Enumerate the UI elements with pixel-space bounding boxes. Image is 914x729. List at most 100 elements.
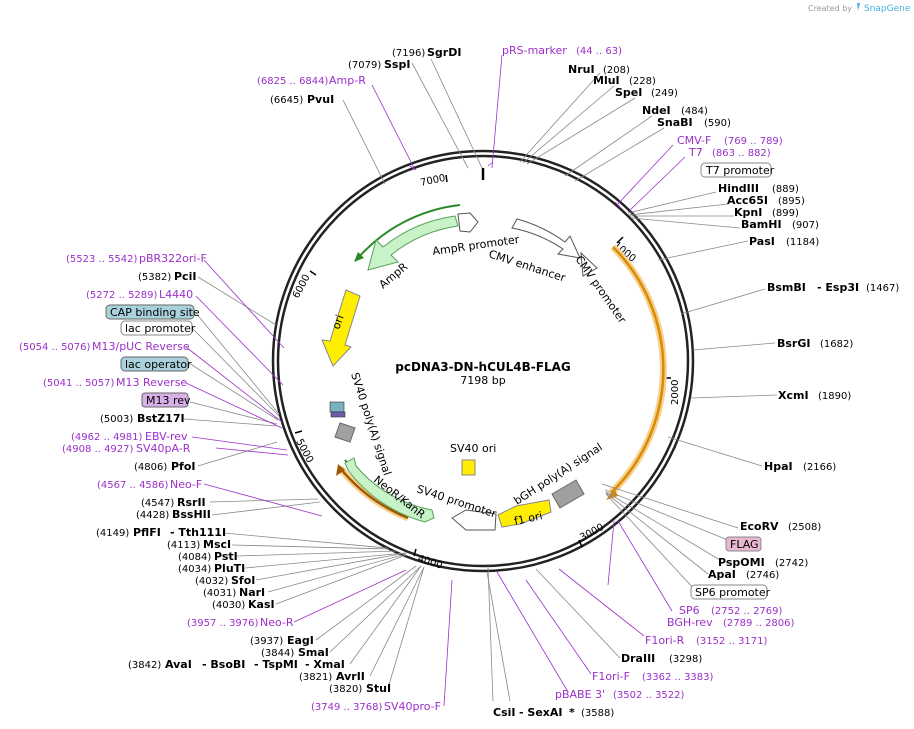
kasi-coord: (4030) (212, 600, 245, 611)
apai-coord: (2746) (746, 570, 779, 581)
enzyme-snabi: SnaBI (657, 116, 693, 129)
nari-coord: (4031) (203, 588, 236, 599)
enzyme-avrii: AvrII (336, 670, 365, 683)
smai-coord: (3844) (261, 648, 294, 659)
enzyme-nari: NarI (239, 586, 265, 599)
sp6-promoter-box (690, 584, 768, 600)
flag-box (725, 536, 762, 552)
ampr-primer-coord: (6825 .. 6844) (257, 76, 329, 87)
enzyme-pasi: PasI (749, 235, 775, 248)
pluti-coord: (4034) (178, 564, 211, 575)
enzyme-sexai: - SexAI (519, 706, 562, 719)
label-cmv-promoter: CMV promoter (573, 253, 629, 326)
xcmi-coord: (1890) (818, 391, 851, 402)
leader-lines-primers (185, 54, 686, 707)
csii-coord: (3588) (581, 708, 614, 719)
pfoi-coord: (4806) (134, 462, 167, 473)
primer-prs-marker: pRS-marker (502, 44, 567, 57)
enzyme-xmai: - XmaI (305, 658, 345, 671)
enzyme-acc65i: Acc65I (727, 194, 768, 207)
m13r-coord: (5041 .. 5057) (43, 378, 115, 389)
enzyme-pvui: PvuI (307, 93, 334, 106)
enzyme-csii: CsiI (493, 706, 515, 719)
avai-coord: (3842) (128, 660, 161, 671)
enzyme-avai: AvaI (165, 658, 192, 671)
enzyme-ecorv: EcoRV (740, 520, 779, 533)
primer-neo-r: Neo-R (260, 616, 294, 629)
label-t7-promoter: T7 promoter (705, 164, 775, 177)
primer-sv40pro-f: SV40pro-F (384, 700, 441, 713)
feature-cap-site-box (329, 401, 345, 413)
label-sv40-ori: SV40 ori (450, 442, 496, 455)
bstz17i-coord: (5003) (100, 414, 133, 425)
label-m13-rev: M13 rev (146, 394, 191, 407)
plasmid-size: 7198 bp (460, 374, 505, 387)
enzyme-tspmi: - TspMI (254, 658, 298, 671)
backbone-outer (271, 149, 695, 573)
orf-arrowhead (336, 464, 345, 476)
enzyme-stui: StuI (366, 682, 391, 695)
msci-coord: (4113) (167, 540, 200, 551)
bghrev-coord: (2789 .. 2806) (723, 618, 795, 629)
primer-m13-puc-reverse: M13/pUC Reverse (92, 340, 190, 353)
orf-arc-neo (339, 467, 409, 520)
primer-m13-reverse: M13 Reverse (116, 376, 187, 389)
psti-coord: (4084) (178, 552, 211, 563)
primer-neo-f: Neo-F (170, 478, 202, 491)
m13puc-coord: (5054 .. 5076) (19, 342, 91, 353)
sv40pa-coord: (4908 .. 4927) (62, 444, 134, 455)
prs-coord: (44 .. 63) (576, 46, 622, 57)
sp6-coord: (2752 .. 2769) (711, 606, 783, 617)
leader-lines-enzymes (183, 58, 778, 702)
label-ori: ori (330, 313, 347, 331)
star-mark: * (569, 706, 575, 719)
enzyme-hpai: HpaI (764, 460, 793, 473)
feature-bgh-polya-box (551, 479, 585, 509)
label-lac-promoter: lac promoter (125, 322, 196, 335)
enzyme-bamhi: BamHI (741, 218, 782, 231)
pasi-coord: (1184) (786, 237, 819, 248)
f1orir-coord: (3152 .. 3171) (696, 636, 768, 647)
enzyme-pflfi: PflFI (133, 526, 161, 539)
primer-sv40pa-r: SV40pA-R (136, 442, 191, 455)
orf-arc-cul4b (610, 246, 665, 494)
primer-cmv-f: CMV-F (677, 134, 711, 147)
tick-label: 2000 (670, 380, 681, 405)
primer-bgh-rev: BGH-rev (667, 616, 713, 629)
feature-neor-arrow (344, 457, 435, 523)
enzyme-psti: PstI (214, 550, 238, 563)
rsrii-coord: (4547) (141, 498, 174, 509)
enzyme-sgrdi: SgrDI (427, 46, 461, 59)
f1orif-coord: (3362 .. 3383) (642, 672, 714, 683)
sfoi-coord: (4032) (195, 576, 228, 587)
enzyme-hindiii: HindIII (718, 182, 759, 195)
pspomi-coord: (2742) (775, 558, 808, 569)
label-f1-ori: f1 ori (513, 509, 544, 528)
t7-coord: (863 .. 882) (712, 148, 771, 159)
enzyme-eagi: EagI (287, 634, 314, 647)
pbr-coord: (5523 .. 5542) (66, 254, 138, 265)
enzyme-pspomi: PspOMI (718, 556, 765, 569)
primer-sp6: SP6 (679, 604, 700, 617)
hpai-coord: (2166) (803, 462, 836, 473)
draiii-coord: (3298) (669, 654, 702, 665)
m13-rev-box (141, 392, 189, 408)
backbone-inner (276, 154, 690, 568)
label-sp6-promoter: SP6 promoter (695, 586, 771, 599)
feature-ori-arrow (321, 289, 361, 367)
feature-f1-ori-arrow (497, 499, 552, 528)
feature-lac-operator-box (330, 411, 346, 418)
acc65i-coord: (895) (778, 196, 805, 207)
cmvf-coord: (769 .. 789) (724, 136, 783, 147)
cap-binding-site-box (105, 304, 195, 320)
enzyme-bsshii: BssHII (172, 508, 211, 521)
neof-coord: (4567 .. 4586) (97, 480, 169, 491)
enzyme-rsrii: RsrII (177, 496, 206, 509)
l4440-coord: (5272 .. 5289) (86, 290, 158, 301)
primer-ebv-rev: EBV-rev (145, 430, 188, 443)
sgrdi-coord: (7196) (392, 48, 425, 59)
label-cap-binding-site: CAP binding site (110, 306, 200, 319)
ecorv-coord: (2508) (788, 522, 821, 533)
feature-cmv-enhancer-arrow (511, 218, 581, 259)
ebv-coord: (4962 .. 4981) (71, 432, 143, 443)
